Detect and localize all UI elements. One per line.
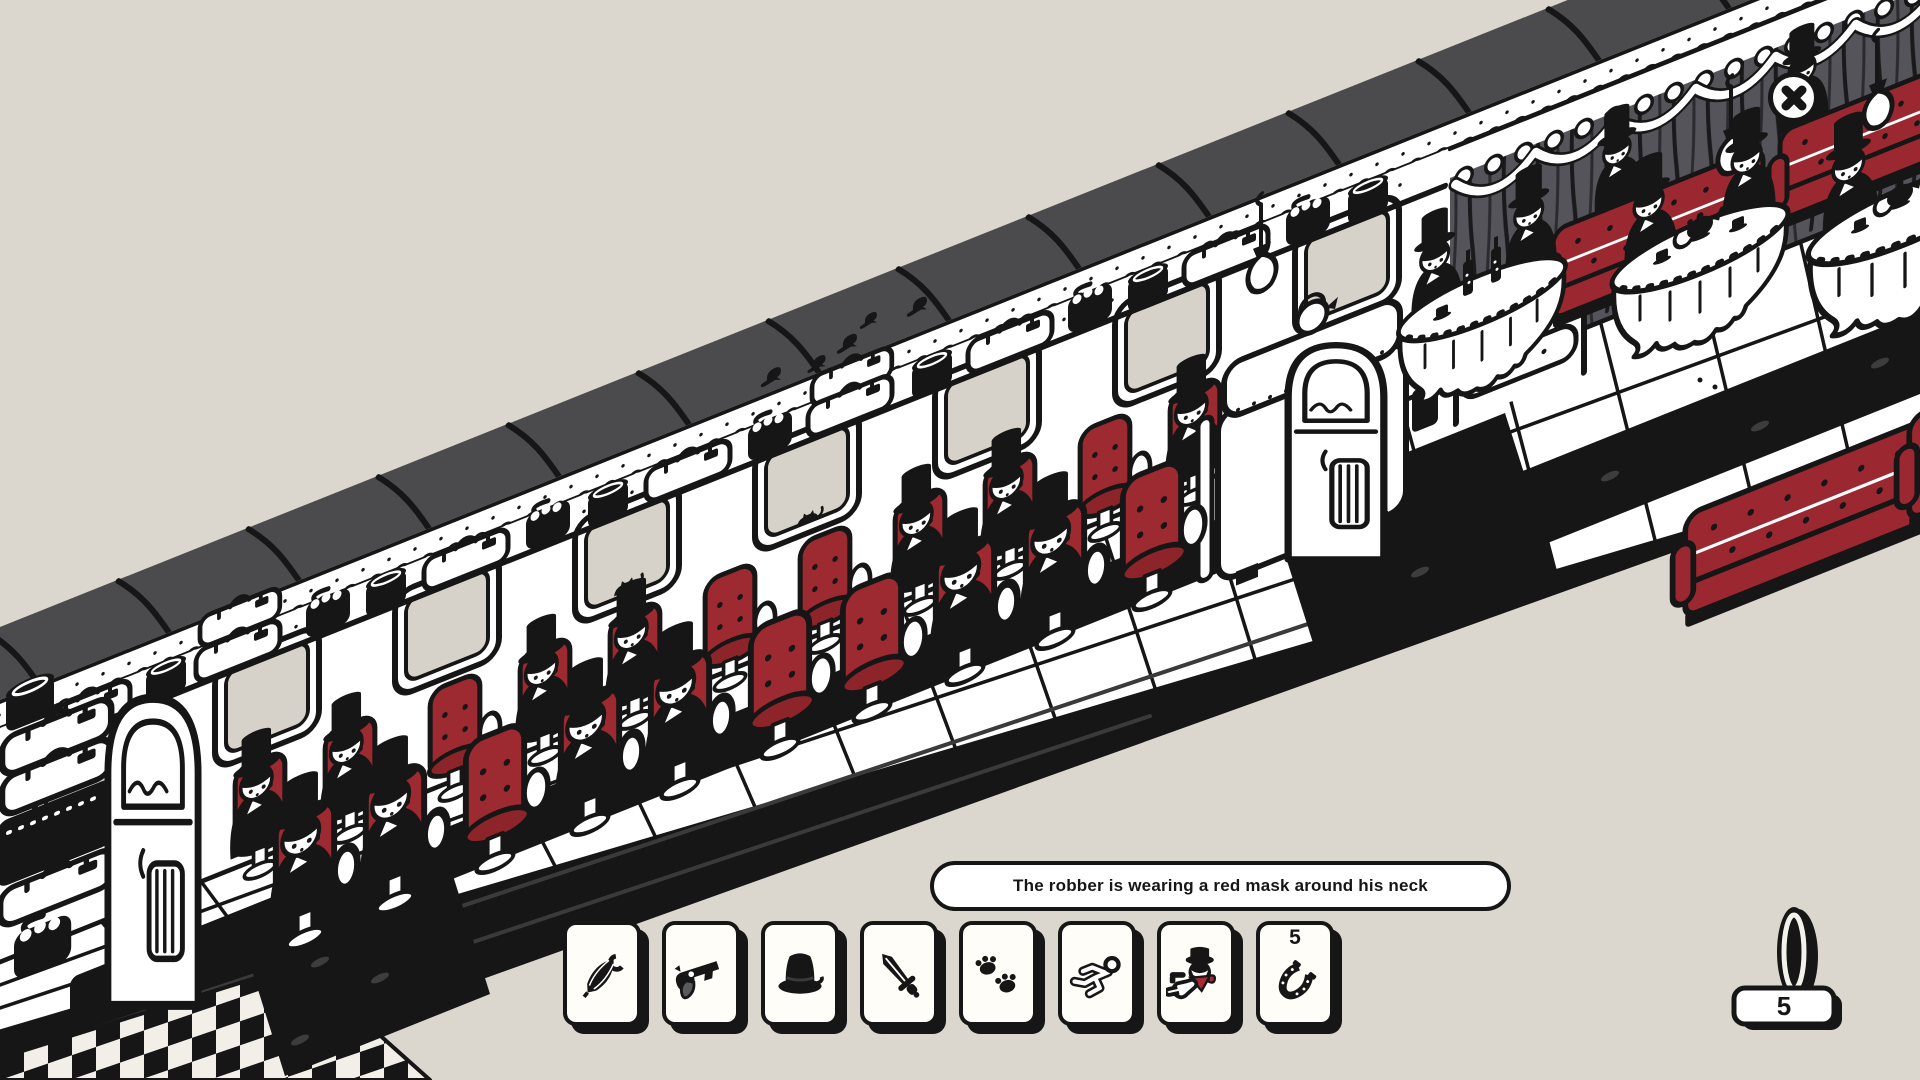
card-paw-prints[interactable] [959,921,1037,1026]
clue-banner: The robber is wearing a red mask around … [930,861,1511,911]
roof [0,0,1920,726]
running-figure-icon [1067,944,1127,1004]
umbrella-icon [572,944,632,1004]
card-umbrella[interactable] [563,921,641,1026]
close-button[interactable] [1768,72,1819,123]
vestibule-door[interactable] [1288,345,1384,559]
paw-prints-icon [968,944,1028,1004]
dagger-icon [869,944,929,1004]
close-x-icon [1781,85,1806,110]
clue-text: The robber is wearing a red mask around … [1013,876,1428,895]
luggage-rack [17,169,1448,760]
carriage-door[interactable] [108,698,198,1005]
top-hat-icon [770,944,830,1004]
horseshoe-icon [1269,956,1321,1008]
card-robber[interactable] [1157,921,1235,1026]
robber-icon [1166,944,1226,1004]
luggage-stack [0,666,114,988]
hint-counter[interactable]: 5 [1726,896,1850,1032]
floor-shadows [235,300,1920,1077]
revolver-icon [671,944,731,1004]
card-count: 5 [1289,926,1301,949]
hint-count: 5 [1777,991,1791,1021]
card-horseshoe[interactable]: 5 [1256,921,1334,1026]
card-running-figure[interactable] [1058,921,1136,1026]
card-top-hat[interactable] [761,921,839,1026]
card-row: 5 [563,921,1334,1026]
magnifier-icon: 5 [1731,907,1842,1030]
card-revolver[interactable] [662,921,740,1026]
card-dagger[interactable] [860,921,938,1026]
